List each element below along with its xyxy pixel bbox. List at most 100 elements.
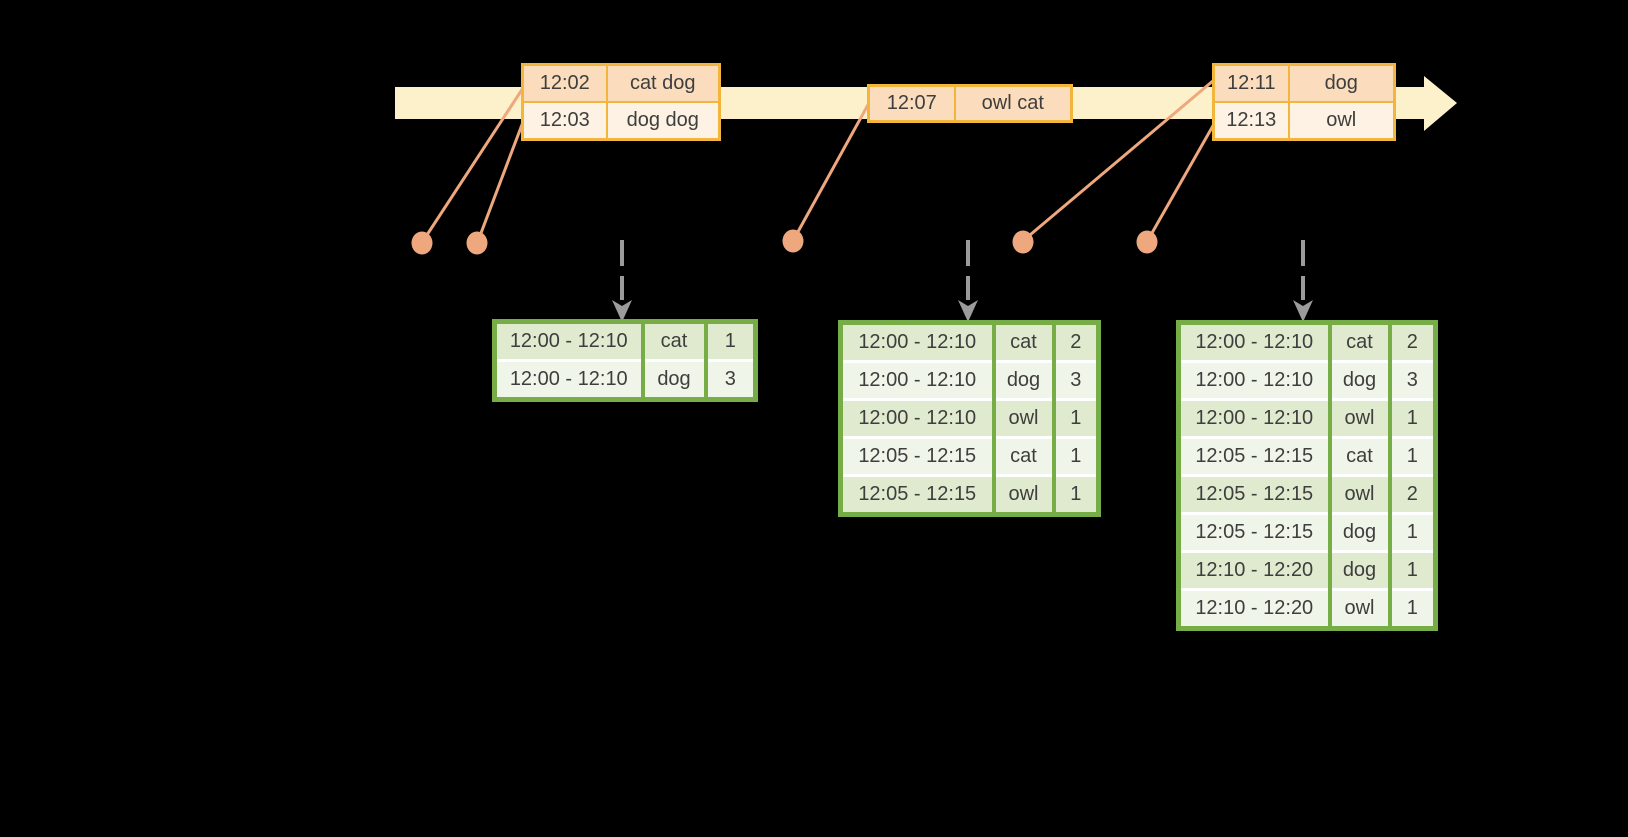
table-cell: 12:05 - 12:15 bbox=[1177, 436, 1331, 477]
table-cell: 1 bbox=[703, 320, 757, 362]
table-cell: dog bbox=[1287, 63, 1396, 103]
table-cell: dog bbox=[1327, 550, 1391, 591]
table-cell: dog bbox=[991, 360, 1055, 401]
table-cell: 12:13 bbox=[1212, 101, 1290, 141]
table-cell: cat bbox=[991, 321, 1055, 363]
table-cell: owl bbox=[1327, 398, 1391, 439]
table-cell: 12:00 - 12:10 bbox=[839, 321, 995, 363]
table-cell: 1 bbox=[1051, 398, 1100, 439]
table-cell: owl bbox=[1287, 101, 1396, 141]
table-cell: cat bbox=[1327, 321, 1391, 363]
table-cell: owl bbox=[1327, 588, 1391, 630]
table-cell: 1 bbox=[1387, 588, 1437, 630]
event-dot-icon bbox=[466, 231, 488, 255]
table-cell: 12:00 - 12:10 bbox=[493, 359, 644, 401]
trigger-arrow-icon bbox=[958, 240, 978, 322]
table-cell: owl bbox=[991, 398, 1055, 439]
table-cell: 12:05 - 12:15 bbox=[839, 474, 995, 516]
event-dots bbox=[411, 229, 1158, 255]
event-dot-icon bbox=[1012, 230, 1034, 254]
connector-line bbox=[476, 121, 525, 242]
table-cell: 3 bbox=[1051, 360, 1100, 401]
trigger-arrow-head bbox=[612, 300, 632, 322]
table-cell: cat bbox=[1327, 436, 1391, 477]
table-cell: 2 bbox=[1051, 321, 1100, 363]
connector-line bbox=[1023, 78, 1215, 242]
table-cell: dog dog bbox=[605, 101, 721, 141]
connector-lines bbox=[421, 78, 1216, 242]
table-cell: 1 bbox=[1051, 436, 1100, 477]
table-cell: cat bbox=[640, 320, 707, 362]
table-cell: 12:10 - 12:20 bbox=[1177, 550, 1331, 591]
table-cell: 12:05 - 12:15 bbox=[1177, 474, 1331, 515]
table-cell: 3 bbox=[1387, 360, 1437, 401]
table-cell: dog bbox=[1327, 360, 1391, 401]
table-cell: cat bbox=[991, 436, 1055, 477]
table-cell: 1 bbox=[1387, 550, 1437, 591]
table-cell: 12:00 - 12:10 bbox=[493, 320, 644, 362]
table-cell: 12:00 - 12:10 bbox=[839, 398, 995, 439]
table-cell: 12:07 bbox=[867, 84, 956, 123]
table-cell: owl bbox=[991, 474, 1055, 516]
table-cell: 12:05 - 12:15 bbox=[839, 436, 995, 477]
table-cell: 12:03 bbox=[521, 101, 608, 141]
trigger-arrow-head bbox=[958, 300, 978, 322]
table-cell: owl bbox=[1327, 474, 1391, 515]
event-dot-icon bbox=[782, 229, 804, 253]
table-cell: owl cat bbox=[953, 84, 1073, 123]
trigger-arrow-icon bbox=[1293, 240, 1313, 322]
table-cell: 2 bbox=[1387, 474, 1437, 515]
table-cell: 1 bbox=[1387, 436, 1437, 477]
table-cell: 1 bbox=[1387, 512, 1437, 553]
table-cell: 12:10 - 12:20 bbox=[1177, 588, 1331, 630]
trigger-arrow-head bbox=[1293, 300, 1313, 322]
table-cell: 12:05 - 12:15 bbox=[1177, 512, 1331, 553]
table-cell: 3 bbox=[703, 359, 757, 401]
connector-line bbox=[1146, 123, 1216, 241]
table-cell: dog bbox=[1327, 512, 1391, 553]
trigger-arrow-icon bbox=[612, 240, 632, 322]
table-cell: dog bbox=[640, 359, 707, 401]
connector-line bbox=[792, 102, 871, 240]
event-dot-icon bbox=[1136, 230, 1158, 254]
table-cell: 12:00 - 12:10 bbox=[839, 360, 995, 401]
table-cell: 12:11 bbox=[1212, 63, 1290, 103]
event-dot-icon bbox=[411, 231, 433, 255]
table-cell: 12:00 - 12:10 bbox=[1177, 398, 1331, 439]
table-cell: 12:00 - 12:10 bbox=[1177, 321, 1331, 363]
connector-line bbox=[421, 87, 525, 242]
table-cell: 12:02 bbox=[521, 63, 608, 103]
table-cell: 12:00 - 12:10 bbox=[1177, 360, 1331, 401]
